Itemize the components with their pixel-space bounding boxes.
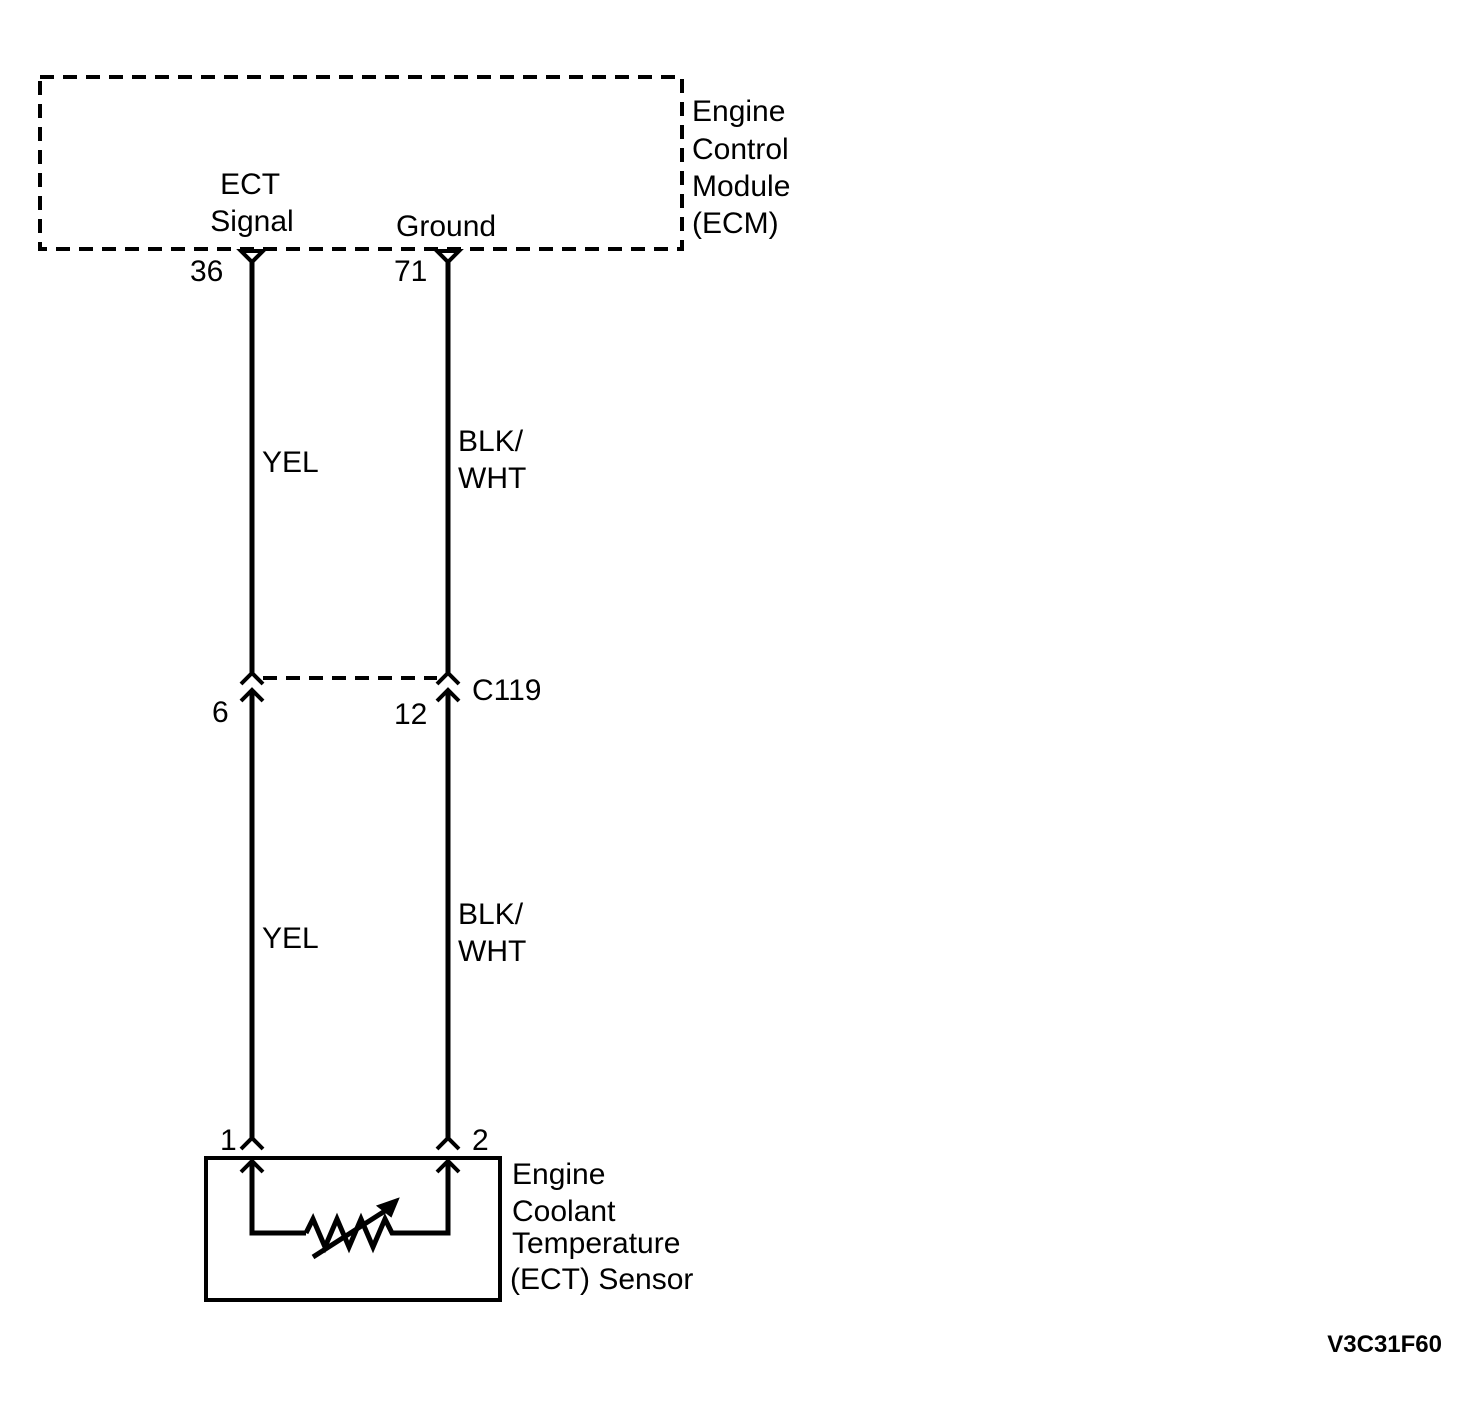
ect-sensor-label: Engine Coolant Temperature (ECT) Sensor bbox=[510, 1158, 693, 1296]
wire-upper-signal-color: YEL bbox=[262, 446, 319, 479]
ground-label: Ground bbox=[396, 210, 496, 243]
sensor-pin-1-label: 1 bbox=[220, 1124, 237, 1157]
sensor-pin-2-female bbox=[435, 1135, 461, 1151]
c119-label: C119 bbox=[472, 674, 542, 707]
wire-upper-ground-color: BLK/ WHT bbox=[458, 425, 531, 495]
ect-signal-label: ECT Signal bbox=[210, 168, 293, 238]
wire-lower-ground-color: BLK/ WHT bbox=[458, 898, 531, 968]
ect-sensor-box bbox=[204, 1156, 502, 1302]
sensor-pin-1-female bbox=[239, 1135, 265, 1151]
wire-lower-signal-color: YEL bbox=[262, 922, 319, 955]
sensor-internal-wire-right bbox=[398, 1161, 451, 1236]
c119-pin-12-label: 12 bbox=[394, 698, 427, 731]
sensor-pin-2-label: 2 bbox=[472, 1124, 489, 1157]
sensor-internal-wire-left bbox=[249, 1161, 306, 1236]
thermistor-variable-arrow bbox=[311, 1206, 390, 1260]
c119-pin-6-label: 6 bbox=[212, 696, 229, 729]
ecm-label: Engine Control Module (ECM) bbox=[692, 95, 799, 240]
ecm-box bbox=[38, 75, 684, 251]
ecm-pin-36-terminal bbox=[236, 249, 268, 265]
c119-pin-12-female bbox=[435, 670, 461, 686]
ecm-pin-36-label: 36 bbox=[190, 255, 223, 288]
ecm-pin-71-label: 71 bbox=[394, 255, 427, 288]
c119-pin-6-female bbox=[239, 670, 265, 686]
thermistor-arrow-head-icon bbox=[375, 1197, 400, 1218]
figure-code: V3C31F60 bbox=[1327, 1331, 1442, 1358]
ecm-pin-71-terminal bbox=[432, 249, 464, 265]
